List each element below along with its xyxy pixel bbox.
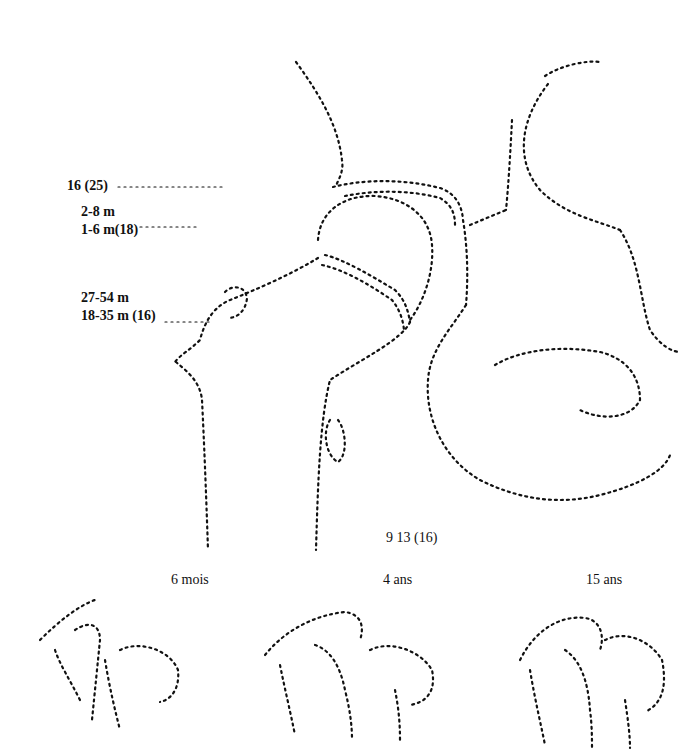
growth-plate bbox=[322, 265, 404, 330]
femur-shaft bbox=[316, 322, 410, 550]
leader-line bbox=[118, 186, 225, 187]
sketch-6-months bbox=[40, 600, 178, 730]
sketch-caption: 4 ans bbox=[382, 572, 413, 587]
ischium-outline bbox=[428, 305, 670, 500]
femur-neck bbox=[175, 258, 318, 362]
pubis-outline bbox=[620, 230, 680, 352]
femoral-head bbox=[318, 196, 432, 320]
sketch-4-years bbox=[265, 612, 433, 740]
obturator-foramen bbox=[495, 349, 640, 417]
ilium-outline bbox=[524, 84, 620, 230]
acetabulum-wall bbox=[463, 220, 467, 305]
ilium-outline bbox=[296, 62, 342, 186]
age-label: 9 13 (16) bbox=[385, 530, 438, 545]
ilium-crest bbox=[545, 62, 600, 76]
age-label: 27-54 m bbox=[80, 290, 130, 305]
greater-trochanter bbox=[225, 287, 247, 318]
sketch-caption: 6 mois bbox=[170, 572, 210, 587]
ilium-inner bbox=[506, 120, 512, 210]
age-label: 18-35 m (16) bbox=[80, 308, 157, 323]
sketch-caption: 15 ans bbox=[585, 572, 623, 587]
leader-line bbox=[140, 226, 200, 227]
lesser-trochanter bbox=[326, 420, 345, 462]
leader-line bbox=[165, 321, 210, 322]
age-label: 2-8 m bbox=[80, 204, 116, 219]
age-label: 16 (25) bbox=[66, 178, 109, 193]
femur-shaft bbox=[176, 362, 208, 550]
growth-plate bbox=[325, 255, 410, 322]
age-label: 1-6 m(18) bbox=[80, 222, 139, 237]
sketch-15-years bbox=[520, 618, 664, 748]
triradiate-line bbox=[470, 210, 506, 225]
